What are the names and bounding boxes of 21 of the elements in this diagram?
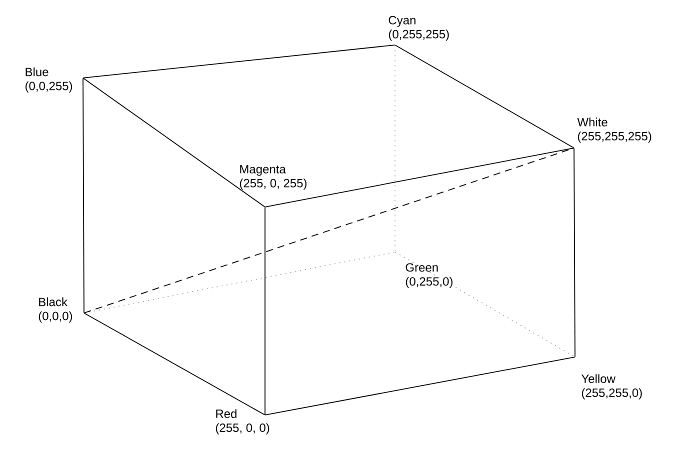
cube-edge xyxy=(394,44,396,252)
cube-edge xyxy=(84,148,574,314)
vertex-label: Red (255, 0, 0) xyxy=(216,409,270,434)
vertex-label: Yellow (255,255,0) xyxy=(581,374,642,400)
vertex-label: Cyan (0,255,255) xyxy=(388,16,449,41)
cube-edge xyxy=(84,252,396,314)
cube-edge xyxy=(82,78,84,314)
vertex-label: Black (0,0,0) xyxy=(38,297,72,323)
cube-edge xyxy=(394,44,574,148)
cube-edge xyxy=(82,44,396,78)
cube-edge xyxy=(394,252,576,358)
vertex-label: Blue (0,0,255) xyxy=(26,67,72,93)
cube-edge xyxy=(264,206,266,416)
vertex-label: Magenta (255, 0, 255) xyxy=(240,165,306,190)
vertex-label: Green (0,255,0) xyxy=(406,263,452,288)
cube-edge xyxy=(82,78,266,208)
cube-edge xyxy=(264,148,574,208)
cube-edge xyxy=(574,148,576,358)
cube-edge xyxy=(264,356,576,416)
vertex-label: White (255,255,255) xyxy=(577,118,652,143)
cube-edge xyxy=(84,312,266,416)
